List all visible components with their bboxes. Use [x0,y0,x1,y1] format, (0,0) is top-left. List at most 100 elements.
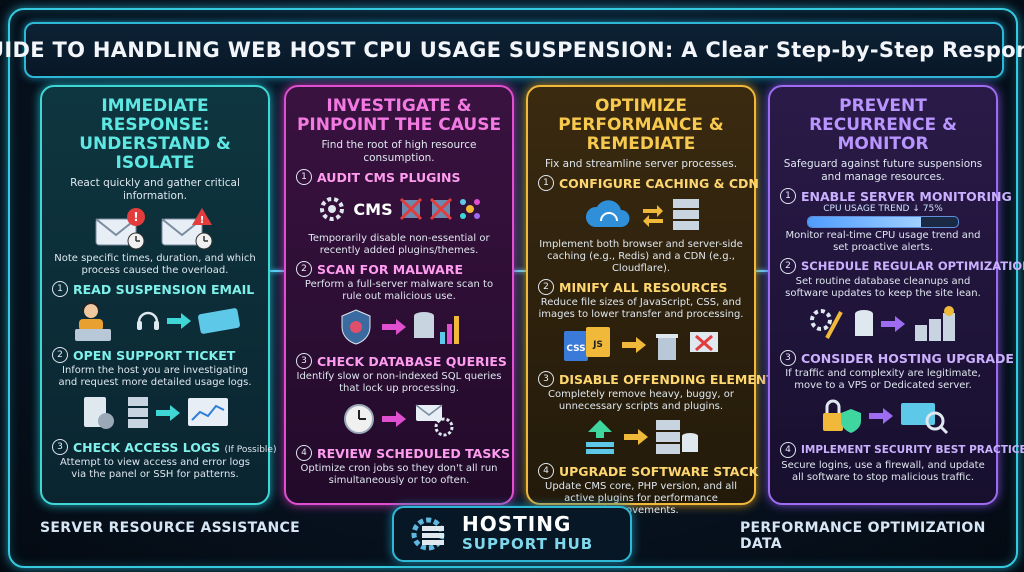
blocked-screen-icon [690,332,718,352]
connector-2-3 [512,270,526,272]
arrow-right-icon [622,337,646,353]
cms-label: CMS [353,199,393,219]
task-icons [296,397,502,441]
security-icons [780,394,986,438]
step-heading: IMPLEMENT SECURITY BEST PRACTICES [801,444,1024,456]
svg-text:!: ! [200,215,205,226]
headset-icon [137,311,159,330]
step-heading: AUDIT CMS PLUGINS [317,169,461,185]
step-open-ticket: 2 OPEN SUPPORT TICKET [52,347,258,363]
ticket-icon [198,308,240,334]
step-number: 3 [52,439,68,455]
server-icon [673,199,699,230]
step-description: Secure logins, use a firewall, and updat… [781,460,985,483]
email-alert-icons: ! ! [52,207,258,251]
step-heading: CHECK ACCESS LOGS (If Possible) [73,440,276,455]
panel-title: PREVENT RECURRENCE & MONITOR [809,96,957,154]
panel-subtitle: React quickly and gather critical inform… [70,177,240,202]
step-disable-elements: 3 DISABLE OFFENDING ELEMENTS [538,371,784,387]
cpu-usage-bar [807,216,959,228]
step-heading: REVIEW SCHEDULED TASKS [317,445,511,461]
brand-badge: HOSTING SUPPORT HUB [392,506,632,562]
intro-note: Note specific times, duration, and which… [54,253,256,276]
arrow-right-icon [167,313,191,329]
page-title-box: GUIDE TO HANDLING WEB HOST CPU USAGE SUS… [0,22,1024,78]
step-caching-cdn: 1 CONFIGURE CACHING & CDN [538,175,759,191]
step-description: Reduce file sizes of JavaScript, CSS, an… [538,297,744,320]
server-icon [128,397,148,428]
step-heading: OPEN SUPPORT TICKET [73,347,236,363]
card-search-icon [901,403,949,435]
cpu-trend-label: CPU USAGE TREND ↓ 75% [780,204,986,214]
caching-icons [538,193,744,237]
step-description: Attempt to view access and error logs vi… [60,457,250,480]
step-number: 4 [296,445,312,461]
step-minify: 2 MINIFY ALL RESOURCES [538,279,744,295]
step-check-logs: 3 CHECK ACCESS LOGS (If Possible) [52,439,276,455]
panel-investigate: INVESTIGATE & PINPOINT THE CAUSE Find th… [284,85,514,505]
footer-left-label: SERVER RESOURCE ASSISTANCE [40,520,300,536]
server-upgrade-icon [915,306,955,341]
step-description: Identify slow or non-indexed SQL queries… [296,371,502,394]
step-number: 1 [538,175,554,191]
footer-right-label: PERFORMANCE OPTIMIZATION DATA [740,520,986,552]
step-description: Completely remove heavy, buggy, or unnec… [548,389,734,412]
step-number: 1 [780,188,796,204]
step-description: Implement both browser and server-side c… [539,239,743,274]
css-file-label: CSS [566,344,585,354]
support-agent-icon [75,302,111,341]
email-gear-icon [415,404,454,437]
email-clock-icon: ! [161,208,213,250]
step-audit-plugins: 1 AUDIT CMS PLUGINS [296,169,502,185]
trash-icon [656,334,678,360]
step-heading: ENABLE SERVER MONITORING [801,188,1012,204]
gear-server-logo-icon [411,517,445,551]
panel-subtitle: Safeguard against future suspensions and… [783,158,983,183]
panel-optimize: OPTIMIZE PERFORMANCE & REMEDIATE Fix and… [526,85,784,516]
logs-icons [52,391,258,435]
step-number: 1 [52,281,68,297]
chart-screen-icon [188,398,228,426]
svg-text:!: ! [133,210,138,224]
arrow-right-icon [382,411,406,427]
page-title: GUIDE TO HANDLING WEB HOST CPU USAGE SUS… [0,38,1024,62]
step-heading: CHECK DATABASE QUERIES [317,353,507,369]
upgrade-stack-icon [586,420,614,454]
brand-line-1: HOSTING [462,512,572,536]
step-read-email: 1 READ SUSPENSION EMAIL [52,281,258,297]
broom-gear-icon [810,309,843,339]
arrow-right-icon [156,405,180,421]
panel-title: IMMEDIATE RESPONSE: UNDERSTAND & ISOLATE [79,96,231,173]
step-number: 2 [780,258,796,274]
panel-prevent: PREVENT RECURRENCE & MONITOR Safeguard a… [768,85,1024,505]
step-description: Optimize cron jobs so they don't all run… [300,463,498,486]
step-scan-malware: 2 SCAN FOR MALWARE [296,261,502,277]
step-heading: SCAN FOR MALWARE [317,261,463,277]
panel-title: INVESTIGATE & PINPOINT THE CAUSE [296,96,502,135]
step-upgrade-stack: 4 UPGRADE SOFTWARE STACK [538,463,758,479]
brand-line-2: SUPPORT HUB [462,535,594,553]
cpu-trend-text: CPU USAGE TREND [823,204,910,214]
step-number: 2 [296,261,312,277]
step-heading: CONFIGURE CACHING & CDN [559,175,759,191]
step-description: Set routine database cleanups and softwa… [785,276,981,299]
panel-immediate-response: IMMEDIATE RESPONSE: UNDERSTAND & ISOLATE… [40,85,276,505]
connector-1-2 [270,270,284,272]
transfer-arrows-icon [643,205,663,227]
email-warning-icon: ! [95,208,145,250]
cpu-usage-fill [808,217,921,227]
clock-icon [344,404,374,434]
step-check-queries: 3 CHECK DATABASE QUERIES [296,353,507,369]
step-note: (If Possible) [224,444,277,455]
database-icon [855,310,873,336]
cloud-speed-icon [585,200,630,227]
step-heading-text: CHECK ACCESS LOGS [73,439,221,455]
arrow-right-icon [382,319,406,335]
step-number: 3 [780,350,796,366]
step-review-tasks: 4 REVIEW SCHEDULED TASKS [296,445,510,461]
panel-subtitle: Find the root of high resource consumpti… [321,139,477,164]
arrow-right-icon [624,429,648,445]
step-heading: MINIFY ALL RESOURCES [559,279,728,295]
step-heading: DISABLE OFFENDING ELEMENTS [559,371,784,387]
step-number: 2 [52,347,68,363]
